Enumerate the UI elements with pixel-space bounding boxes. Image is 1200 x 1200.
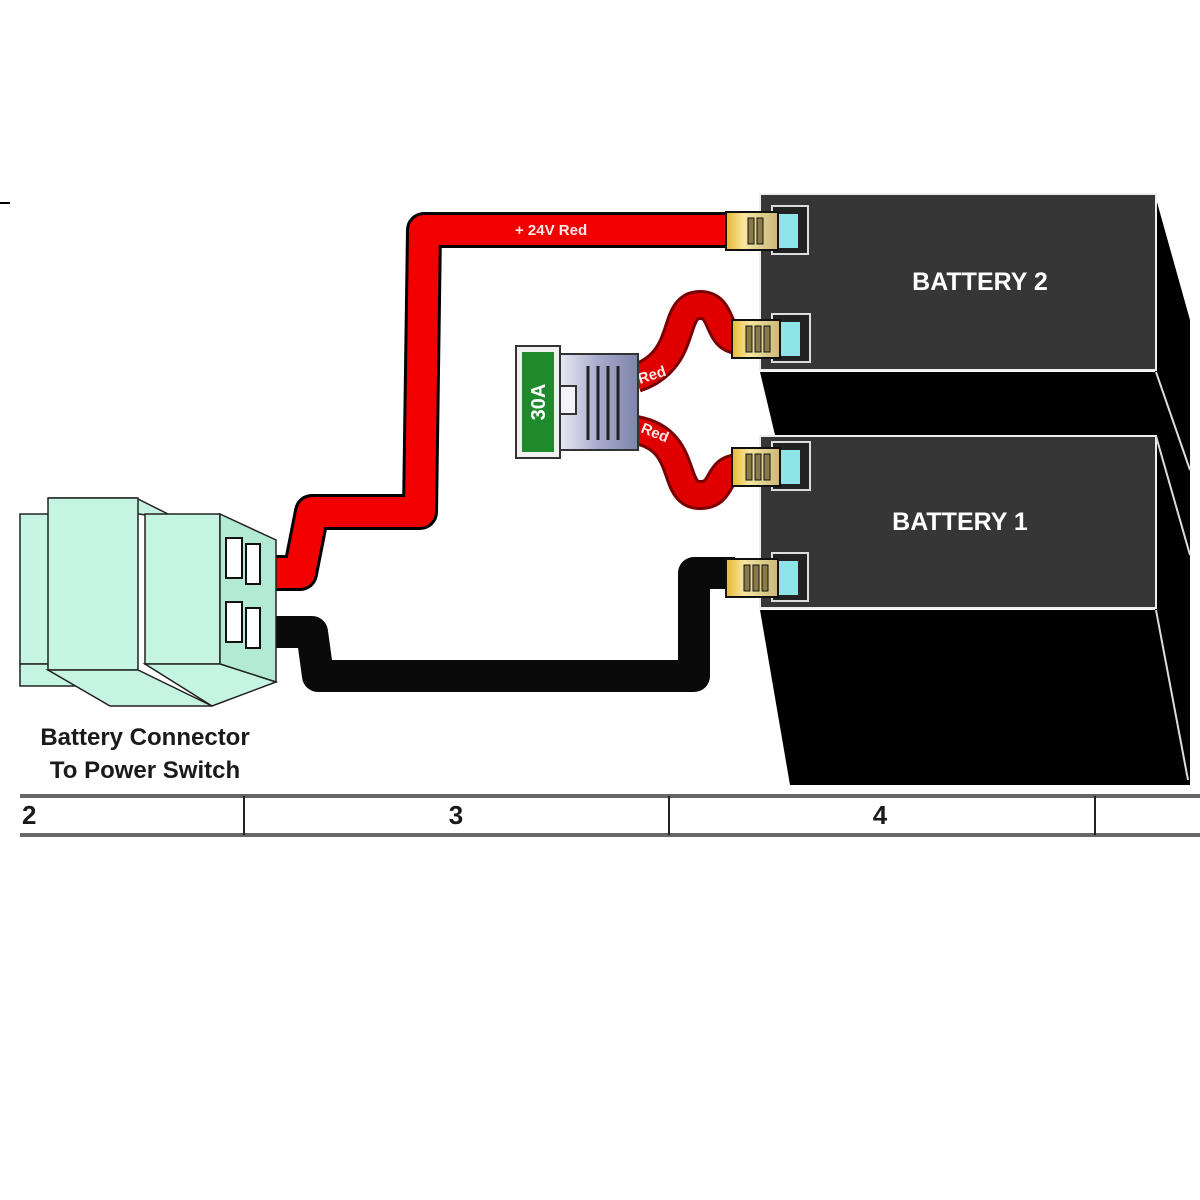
fuse-label: 30A xyxy=(528,384,550,421)
battery-1-face xyxy=(759,435,1157,609)
terminal-ridge xyxy=(743,564,751,592)
battery-connector[interactable]: Battery Connector To Power Switch xyxy=(19,497,279,784)
ruler-strip: 2 3 4 xyxy=(20,794,1200,837)
terminal-ridge xyxy=(763,453,771,481)
connector-tail xyxy=(19,513,51,665)
ruler-bottom-line xyxy=(20,833,1200,837)
battery-2-face xyxy=(759,193,1157,371)
terminal-ridge xyxy=(745,325,753,353)
connector-socket-negative xyxy=(225,601,243,643)
battery-2[interactable]: BATTERY 2 xyxy=(759,193,1191,471)
connector-socket-positive xyxy=(225,537,243,579)
battery-2-base xyxy=(760,372,1160,435)
terminal-slot xyxy=(780,322,800,356)
battery-stack: BATTERY 2 BATTERY 1 xyxy=(759,193,1191,785)
terminal-battery1-positive[interactable] xyxy=(731,441,811,491)
battery-1-edge-top xyxy=(1155,435,1191,556)
terminal-battery1-negative[interactable] xyxy=(725,552,809,602)
ruler-label-2: 2 xyxy=(22,800,36,830)
ruler-top-line xyxy=(20,794,1200,798)
terminal-ridge xyxy=(763,325,771,353)
terminal-ridge xyxy=(747,217,755,245)
terminal-ridge xyxy=(761,564,769,592)
wire-fuse-to-battery2-fill xyxy=(631,292,742,390)
connector-body2-base xyxy=(142,663,279,707)
terminal-battery2-negative[interactable] xyxy=(731,313,811,363)
battery-side-shadow xyxy=(1155,195,1190,785)
battery-1[interactable]: BATTERY 1 xyxy=(759,435,1191,785)
terminal-ridge xyxy=(754,325,762,353)
connector-socket-negative-2 xyxy=(245,607,261,649)
terminal-ridge xyxy=(756,217,764,245)
wire-negative xyxy=(262,557,735,692)
terminal-ridge xyxy=(754,453,762,481)
fuse-30a[interactable]: 30A xyxy=(515,345,639,459)
battery-2-edge xyxy=(1155,371,1191,471)
connector-body1-front xyxy=(47,497,139,671)
terminal-ridge xyxy=(745,453,753,481)
wire-positive-main-fill xyxy=(262,215,735,588)
wire-fuse-to-battery1-fill xyxy=(632,418,742,508)
terminal-lug xyxy=(725,558,779,598)
connector-socket-positive-2 xyxy=(245,543,261,585)
terminal-slot xyxy=(780,450,800,484)
battery-2-label: BATTERY 2 xyxy=(912,268,1048,296)
wire-positive-label: + 24V Red xyxy=(515,222,587,239)
connector-caption-line2: To Power Switch xyxy=(50,757,240,784)
battery-1-base xyxy=(760,610,1188,785)
terminal-slot xyxy=(778,561,798,595)
terminal-battery2-positive[interactable] xyxy=(725,205,809,255)
connector-body2-front xyxy=(144,513,221,665)
battery-1-label: BATTERY 1 xyxy=(892,508,1028,536)
ruler-label-4: 4 xyxy=(873,800,888,830)
connector-caption-line1: Battery Connector xyxy=(40,724,249,751)
terminal-slot xyxy=(778,214,798,248)
ruler-label-3: 3 xyxy=(449,800,463,830)
terminal-ridge xyxy=(752,564,760,592)
fuse-label-bg xyxy=(522,352,554,452)
battery-1-edge xyxy=(1155,609,1189,781)
